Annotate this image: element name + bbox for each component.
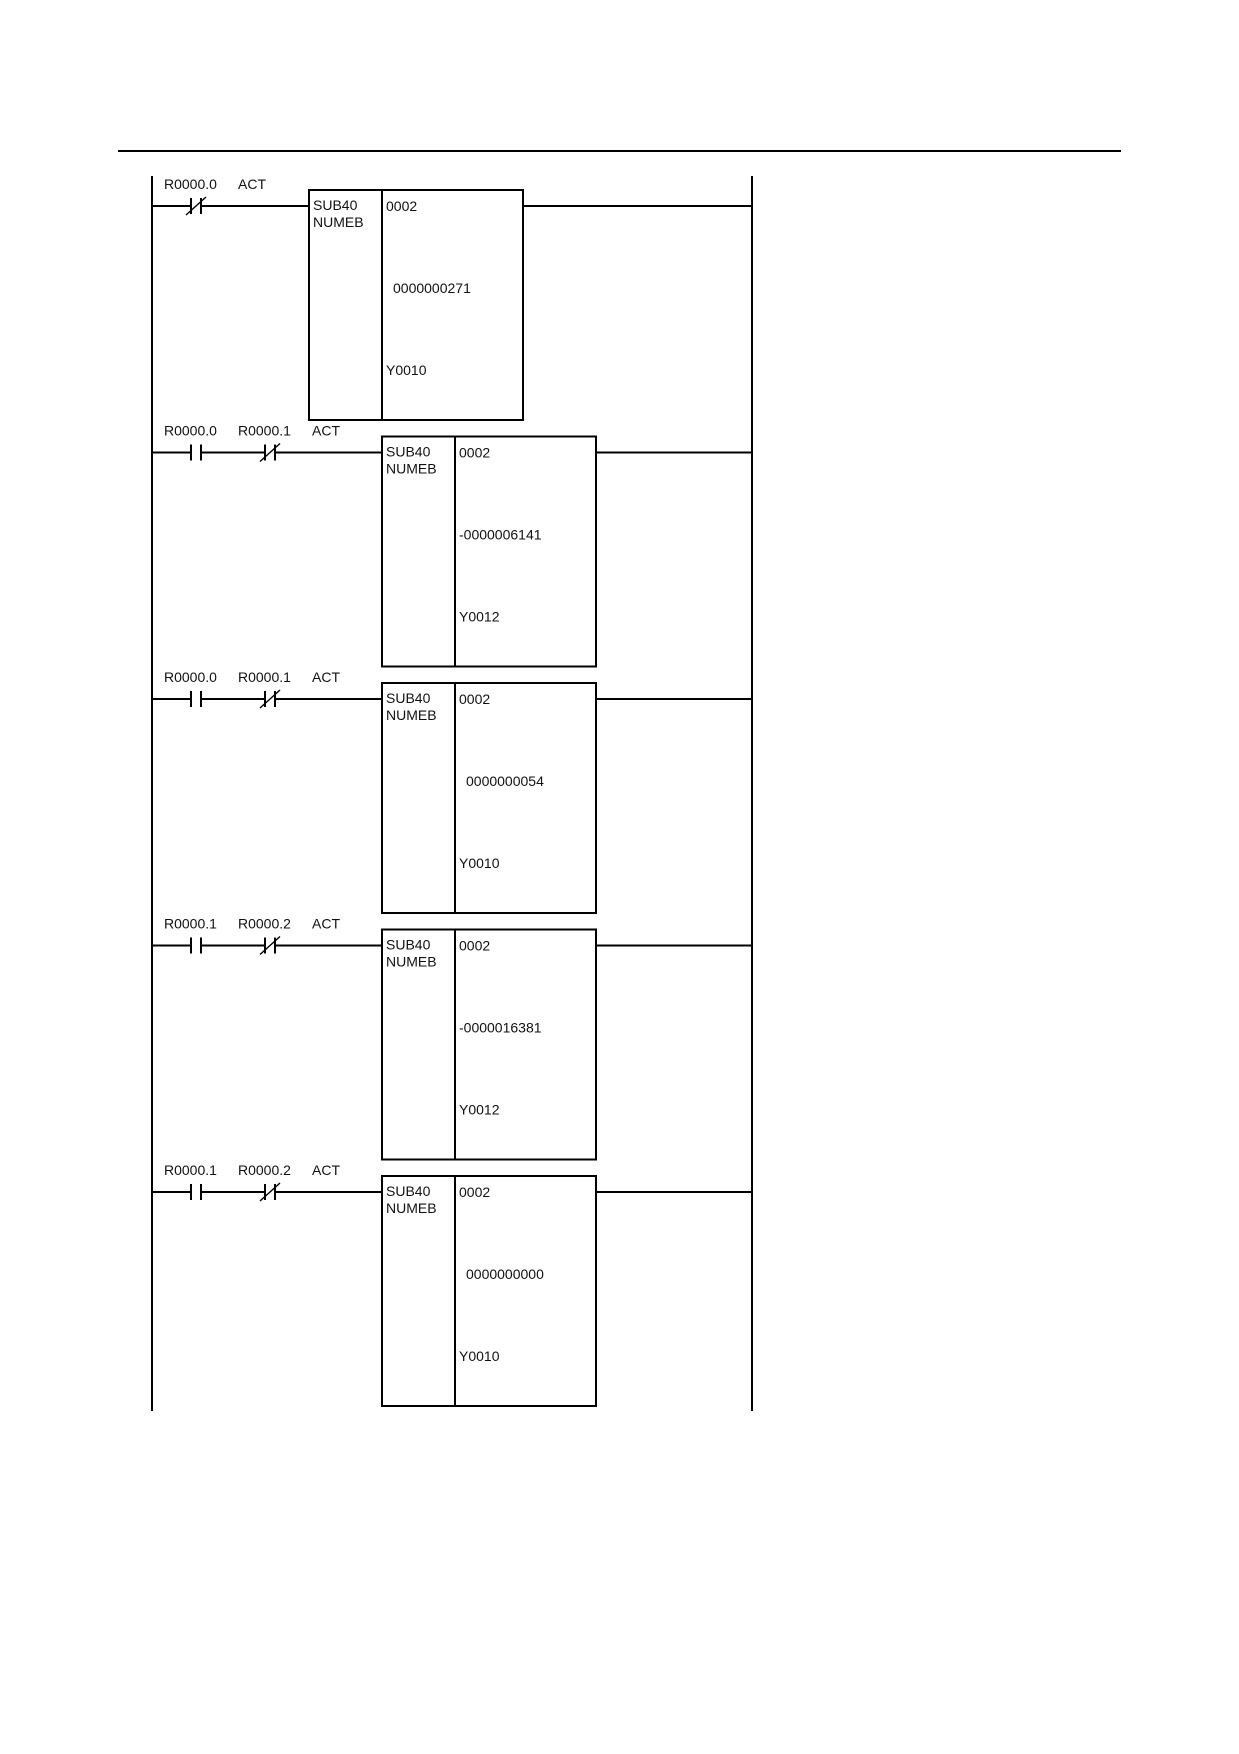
- param-format: 0002: [459, 691, 490, 707]
- contact-address: R0000.2: [238, 1162, 291, 1178]
- contact-address: R0000.1: [164, 1162, 217, 1178]
- param-address: Y0010: [459, 855, 500, 871]
- param-address: Y0010: [459, 1348, 500, 1364]
- act-label: ACT: [312, 669, 340, 685]
- function-block: [381, 928, 597, 1161]
- param-format: 0002: [459, 1184, 490, 1200]
- param-number: 0000000054: [466, 773, 544, 789]
- contact-address: R0000.1: [164, 916, 217, 932]
- param-format: 0002: [459, 938, 490, 954]
- act-label: ACT: [312, 1162, 340, 1178]
- contact-address: R0000.0: [164, 176, 217, 192]
- nc-slash: [259, 935, 281, 956]
- function-mnemonic: NUMEB: [386, 954, 437, 970]
- nc-slash: [259, 1182, 281, 1202]
- param-format: 0002: [459, 445, 490, 461]
- function-block: [381, 1175, 597, 1407]
- nc-slash: [185, 196, 207, 216]
- function-block: [381, 682, 597, 914]
- param-number: 0000000000: [466, 1266, 544, 1282]
- contact-address: R0000.0: [164, 669, 217, 685]
- nc-slash: [259, 442, 281, 463]
- function-name: SUB40: [386, 937, 431, 953]
- contact-address: R0000.1: [238, 669, 291, 685]
- param-address: Y0012: [459, 609, 500, 625]
- function-name: SUB40: [313, 197, 358, 213]
- contact-address: R0000.0: [164, 423, 217, 439]
- contact-address: R0000.1: [238, 423, 291, 439]
- act-label: ACT: [312, 423, 340, 439]
- function-mnemonic: NUMEB: [386, 1200, 437, 1216]
- param-address: Y0010: [386, 362, 427, 378]
- param-number: -0000016381: [459, 1020, 542, 1036]
- param-format: 0002: [386, 198, 417, 214]
- function-mnemonic: NUMEB: [386, 461, 437, 477]
- param-address: Y0012: [459, 1102, 500, 1118]
- function-mnemonic: NUMEB: [386, 707, 437, 723]
- nc-slash: [259, 689, 281, 709]
- function-mnemonic: NUMEB: [313, 214, 364, 230]
- function-block: [308, 189, 524, 421]
- param-number: 0000000271: [393, 280, 471, 296]
- function-name: SUB40: [386, 444, 431, 460]
- function-name: SUB40: [386, 1183, 431, 1199]
- function-block: [381, 435, 597, 668]
- act-label: ACT: [238, 176, 266, 192]
- param-number: -0000006141: [459, 527, 542, 543]
- contact-address: R0000.2: [238, 916, 291, 932]
- act-label: ACT: [312, 916, 340, 932]
- function-name: SUB40: [386, 690, 431, 706]
